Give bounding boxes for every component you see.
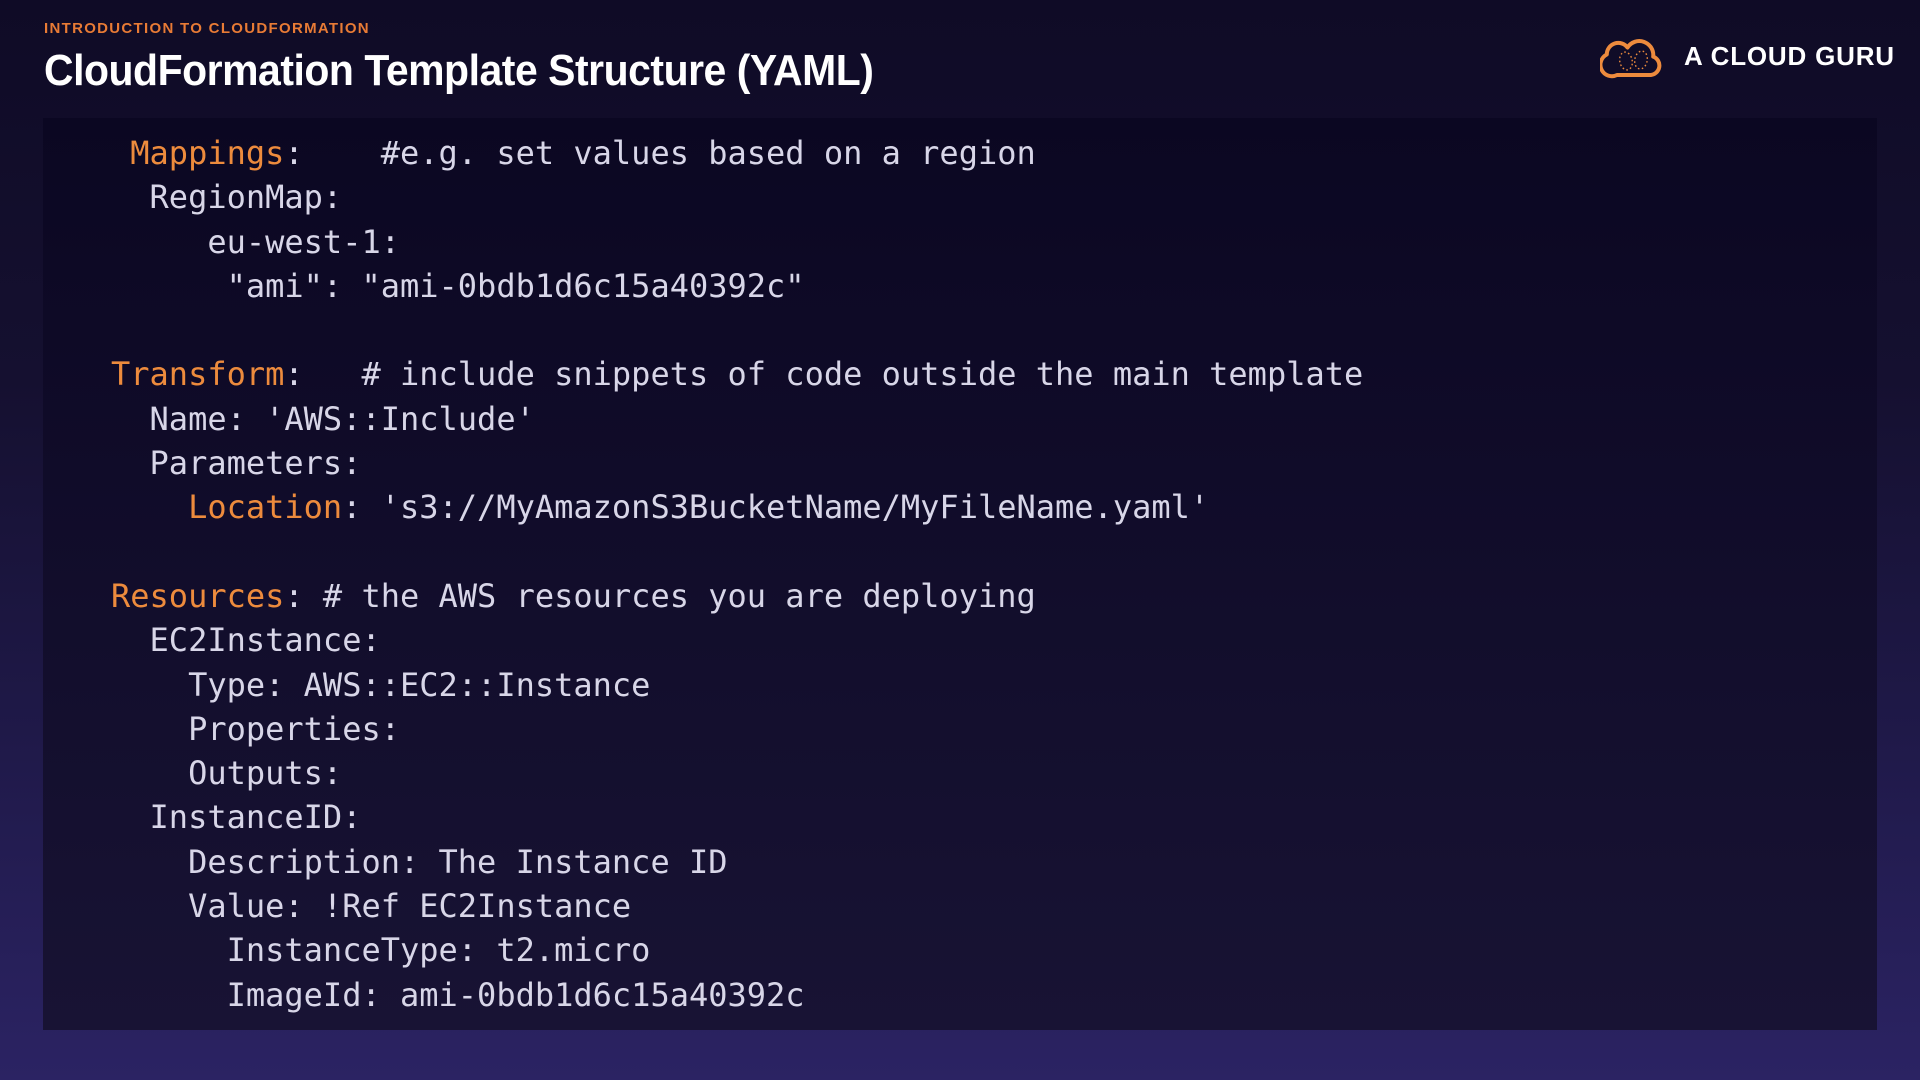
code-line: Location: 's3://MyAmazonS3BucketName/MyF… (188, 488, 1210, 527)
code-line: Description: The Instance ID (111, 842, 728, 881)
brand-logo: A CLOUD GURU (1600, 30, 1895, 82)
code-line: Type: AWS::EC2::Instance (111, 665, 651, 704)
code-line: Name: 'AWS::Include' (111, 399, 535, 438)
code-line (111, 530, 1877, 574)
page-title: CloudFormation Template Structure (YAML) (44, 46, 874, 95)
code-line: EC2Instance: (111, 621, 381, 660)
course-eyebrow: INTRODUCTION TO CLOUDFORMATION (44, 20, 370, 37)
code-line: Transform: # include snippets of code ou… (111, 355, 1364, 394)
code-line: Outputs: (111, 754, 343, 793)
code-line: Properties: (111, 709, 400, 748)
code-line: RegionMap: (111, 178, 343, 217)
code-line: Parameters: (111, 444, 362, 483)
code-line: InstanceType: t2.micro (111, 931, 651, 970)
code-block: Mappings: #e.g. set values based on a re… (111, 131, 1877, 1017)
slide-header: INTRODUCTION TO CLOUDFORMATION CloudForm… (44, 20, 936, 96)
code-line: Mappings: #e.g. set values based on a re… (130, 134, 1036, 172)
brand-name: A CLOUD GURU (1684, 40, 1895, 71)
code-line: eu-west-1: (111, 222, 400, 261)
code-line (111, 308, 1877, 352)
cloud-icon (1600, 30, 1668, 82)
code-line: "ami": "ami-0bdb1d6c15a40392c" (111, 266, 805, 305)
code-line: Resources: # the AWS resources you are d… (111, 576, 1036, 615)
code-panel: Mappings: #e.g. set values based on a re… (43, 118, 1877, 1030)
code-line: InstanceID: (111, 798, 362, 837)
code-line: ImageId: ami-0bdb1d6c15a40392c (111, 975, 805, 1014)
code-line: Value: !Ref EC2Instance (111, 887, 632, 926)
